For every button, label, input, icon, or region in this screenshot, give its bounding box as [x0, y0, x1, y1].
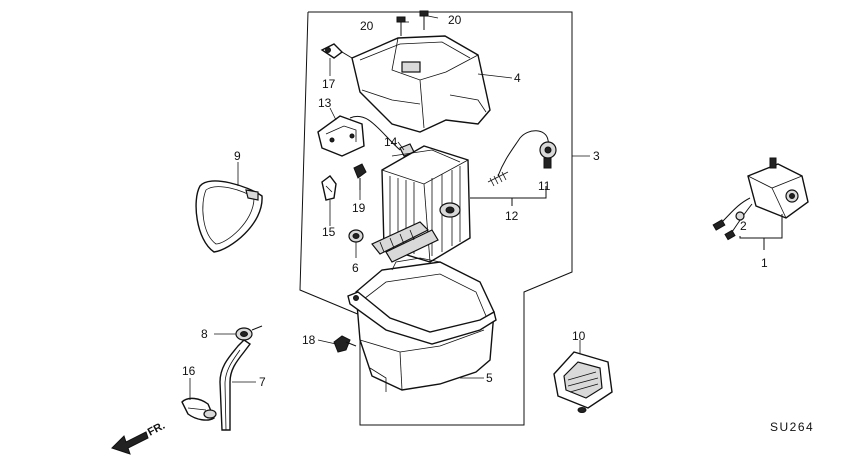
sensor-part-11	[487, 130, 557, 187]
screw-part-20b	[419, 10, 429, 30]
leader-lines	[189, 15, 590, 400]
assembly-boundary	[299, 11, 573, 426]
grommet-part-6	[348, 229, 364, 243]
clip-part-15	[321, 175, 337, 201]
callout-9: 9	[234, 149, 241, 163]
diagram-code: SU264	[770, 420, 814, 434]
thermostat-part-13	[317, 115, 401, 157]
callout-19: 19	[352, 201, 366, 215]
callout-3: 3	[593, 149, 600, 163]
seal-ring-part-9	[195, 180, 263, 253]
grommet-part-8	[235, 325, 263, 341]
clip-part-19	[353, 163, 367, 190]
grille-part-10	[553, 351, 613, 413]
harness-part-2	[712, 197, 753, 241]
callout-13: 13	[318, 96, 332, 110]
callout-20b: 20	[448, 13, 462, 27]
callout-4: 4	[514, 71, 521, 85]
callout-12: 12	[505, 209, 519, 223]
callout-1: 1	[761, 256, 768, 270]
callout-15: 15	[322, 225, 336, 239]
evaporator-core	[371, 145, 471, 263]
clip-part-17	[320, 43, 353, 59]
upper-case	[351, 35, 491, 133]
callout-7: 7	[259, 375, 266, 389]
callout-11: 11	[538, 179, 551, 193]
hose-clamp-part-16	[181, 397, 217, 421]
callout-2: 2	[740, 219, 747, 233]
front-direction-arrow: FR.	[111, 420, 167, 455]
callout-16: 16	[182, 364, 196, 378]
callout-5: 5	[486, 371, 493, 385]
bracket-1-2	[739, 214, 783, 250]
lower-case	[347, 257, 497, 392]
callout-8: 8	[201, 327, 208, 341]
callout-14: 14	[384, 135, 398, 149]
screw-part-20a	[396, 16, 406, 36]
front-label: FR.	[146, 420, 167, 439]
bolt-part-18	[333, 335, 357, 353]
callout-17: 17	[322, 77, 336, 91]
callout-20a: 20	[360, 19, 374, 33]
callout-18: 18	[302, 333, 316, 347]
callout-10: 10	[572, 329, 586, 343]
bracket-11-12	[470, 186, 547, 206]
drain-hose-part-7	[219, 339, 252, 431]
relay-unit-part-1	[747, 157, 809, 219]
callout-6: 6	[352, 261, 359, 275]
